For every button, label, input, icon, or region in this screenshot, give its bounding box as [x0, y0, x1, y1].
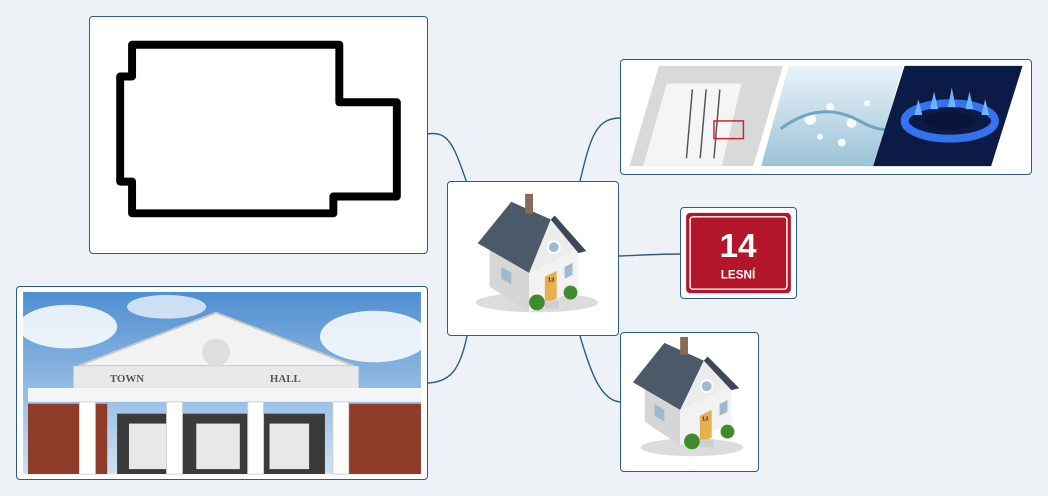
connector-street — [618, 253, 681, 257]
connector-floorplan — [427, 132, 468, 184]
house-icon: 13 — [475, 193, 599, 313]
connector-townhall — [427, 335, 468, 384]
pediment-left-text: TOWN — [110, 373, 144, 385]
water-splash-icon — [761, 65, 903, 167]
connector-house-small — [579, 335, 621, 403]
house-number-label: 13 — [548, 278, 555, 284]
floor-plan-icon — [116, 40, 401, 218]
house-number-label: 13 — [702, 417, 709, 423]
central-topic-node[interactable]: 13 — [447, 181, 619, 336]
topic-floorplan-node[interactable] — [89, 16, 428, 254]
house-icon: 13 — [632, 336, 744, 457]
street-sign-icon: 14 LESNÍ — [686, 212, 791, 294]
topic-town-hall-node[interactable]: TOWN HALL — [16, 286, 428, 480]
connector-utilities — [579, 117, 621, 182]
utilities-collage-icon — [629, 65, 1023, 167]
street-name: LESNÍ — [721, 268, 756, 281]
topic-utilities-node[interactable] — [620, 59, 1032, 175]
topic-house-small-node[interactable]: 13 — [620, 332, 759, 472]
house-number: 14 — [720, 228, 757, 265]
pediment-right-text: HALL — [270, 373, 301, 385]
town-hall-icon: TOWN HALL — [18, 291, 427, 475]
topic-street-sign-node[interactable]: 14 LESNÍ — [680, 207, 797, 299]
